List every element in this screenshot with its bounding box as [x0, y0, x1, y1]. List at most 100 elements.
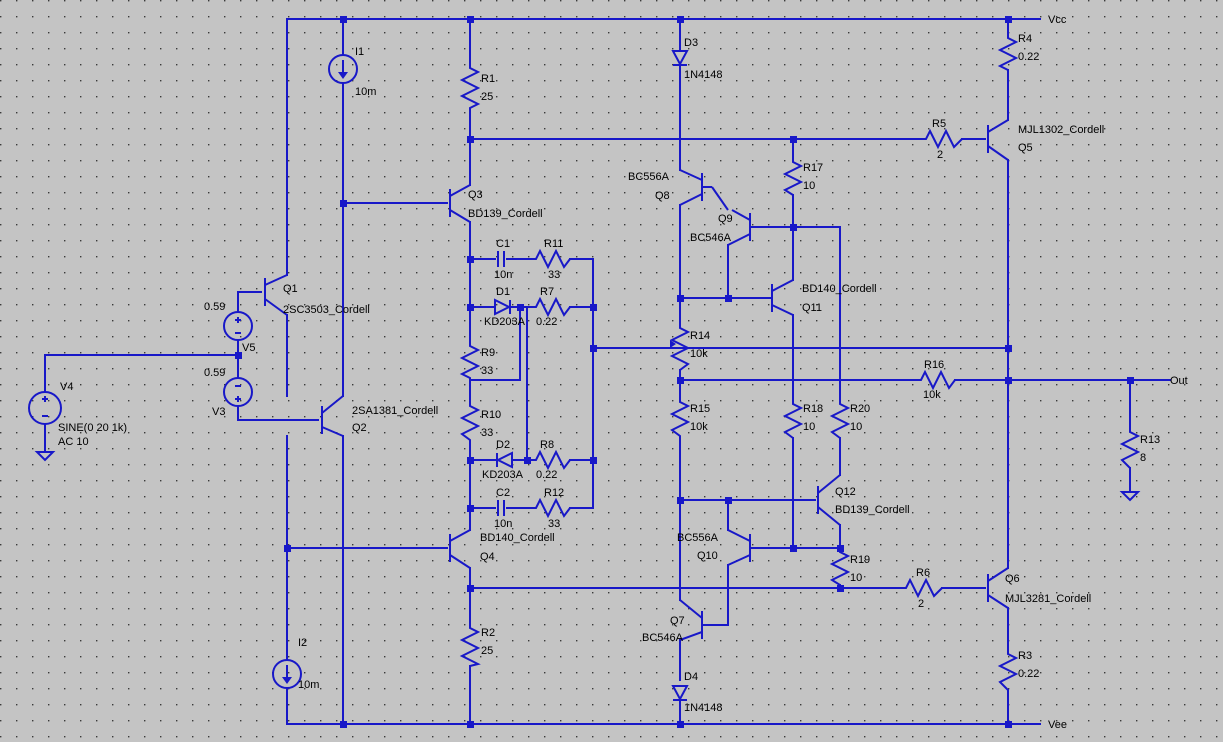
net-label-out: Out [1170, 375, 1188, 387]
v4-name: V4 [60, 381, 73, 393]
q7-name: Q7 [670, 615, 685, 627]
i2-value: 10m [298, 679, 319, 691]
q6-value: MJL3281_Cordell [1005, 593, 1091, 605]
r17-value: 10 [803, 180, 815, 192]
r8-name: R8 [540, 439, 554, 451]
r20-value: 10 [850, 421, 862, 433]
r11-value: 33 [548, 269, 560, 281]
r2-name: R2 [481, 627, 495, 639]
c1-name: C1 [496, 238, 510, 250]
diode-symbols [494, 50, 689, 702]
r19-value: 10 [850, 572, 862, 584]
r14-wiper-arrow [670, 340, 676, 348]
r6-name: R6 [916, 567, 930, 579]
r12-name: R12 [544, 487, 564, 499]
r13-value: 8 [1140, 452, 1146, 464]
v4-ac-value: AC 10 [58, 436, 89, 448]
i1-value: 10m [355, 86, 376, 98]
q3-name: Q3 [468, 189, 483, 201]
q5-name: Q5 [1018, 142, 1033, 154]
d3-value: 1N4148 [684, 69, 723, 81]
q8-name: Q8 [655, 190, 670, 202]
net-labels: Vcc Vee Out [1048, 14, 1188, 731]
q1-value: 2SC3503_Cordell [283, 304, 370, 316]
r17-name: R17 [803, 162, 823, 174]
voltage-source-v3 [223, 377, 253, 407]
net-label-vee: Vee [1048, 719, 1067, 731]
d4-value: 1N4148 [684, 702, 723, 714]
i2-name: I2 [298, 637, 307, 649]
r10-value: 33 [481, 427, 493, 439]
c2-name: C2 [496, 487, 510, 499]
r19-name: R19 [850, 554, 870, 566]
q9-value: BC546A [690, 232, 732, 244]
component-labels: Q1 2SC3503_Cordell 2SA1381_Cordell Q2 Q3… [58, 33, 1160, 714]
q7-value: BC546A [642, 632, 684, 644]
r3-value: 0.22 [1018, 668, 1039, 680]
r15-name: R15 [690, 403, 710, 415]
r1-name: R1 [481, 73, 495, 85]
r6-value: 2 [918, 598, 924, 610]
q4-value: BD140_Cordell [480, 532, 555, 544]
q5-value: MJL1302_Cordell [1018, 124, 1104, 136]
r10-name: R10 [481, 409, 501, 421]
i1-name: I1 [355, 46, 364, 58]
r4-value: 0.22 [1018, 51, 1039, 63]
r1-value: 25 [481, 91, 493, 103]
q10-name: Q10 [697, 550, 718, 562]
r14-value: 10k [690, 348, 708, 360]
d1-value: KD203A [484, 316, 526, 328]
r8-value: 0.22 [536, 469, 557, 481]
resistor-symbols [459, 32, 1141, 691]
q2-value: 2SA1381_Cordell [352, 405, 438, 417]
r5-value: 2 [937, 149, 943, 161]
q4-name: Q4 [480, 551, 495, 563]
r18-value: 10 [803, 421, 815, 433]
v5-value: 0.59 [204, 301, 225, 313]
r7-value: 0.22 [536, 316, 557, 328]
q8-value: BC556A [628, 171, 670, 183]
r12-value: 33 [548, 518, 560, 530]
r11-name: R11 [544, 238, 563, 250]
voltage-source-v4 [28, 391, 62, 425]
r16-value: 10k [923, 389, 941, 401]
q11-name: Q11 [802, 302, 822, 314]
r13-name: R13 [1140, 434, 1160, 446]
d4-name: D4 [684, 671, 698, 683]
q10-value: BC556A [677, 532, 719, 544]
r5-name: R5 [932, 118, 946, 130]
q9-name: Q9 [718, 213, 733, 225]
r7-name: R7 [540, 286, 554, 298]
transistor-symbols [264, 119, 1009, 641]
q1-name: Q1 [283, 283, 298, 295]
d3-name: D3 [684, 37, 698, 49]
r9-name: R9 [481, 347, 495, 359]
r2-value: 25 [481, 645, 493, 657]
voltage-source-v5 [223, 311, 253, 341]
r9-value: 33 [481, 365, 493, 377]
d1-name: D1 [496, 286, 510, 298]
d2-value: KD203A [482, 469, 524, 481]
junction-dots [235, 16, 1134, 728]
v3-value: 0.59 [204, 367, 225, 379]
c2-value: 10n [494, 518, 512, 530]
d2-name: D2 [496, 439, 510, 451]
c1-value: 10n [494, 269, 512, 281]
r3-name: R3 [1018, 650, 1032, 662]
q3-value: BD139_Cordell [468, 208, 543, 220]
v5-name: V5 [242, 342, 255, 354]
q6-name: Q6 [1005, 573, 1020, 585]
r15-value: 10k [690, 421, 708, 433]
ground-symbols [34, 451, 1141, 502]
net-label-vcc: Vcc [1048, 14, 1067, 26]
q11-value: BD140_Cordell [802, 283, 877, 295]
q2-name: Q2 [352, 422, 367, 434]
capacitor-symbols [497, 251, 505, 516]
current-source-i2 [272, 659, 302, 689]
wires [44, 18, 1171, 725]
v4-value: SINE(0 20 1k) [58, 422, 127, 434]
r20-name: R20 [850, 403, 870, 415]
r4-name: R4 [1018, 33, 1032, 45]
